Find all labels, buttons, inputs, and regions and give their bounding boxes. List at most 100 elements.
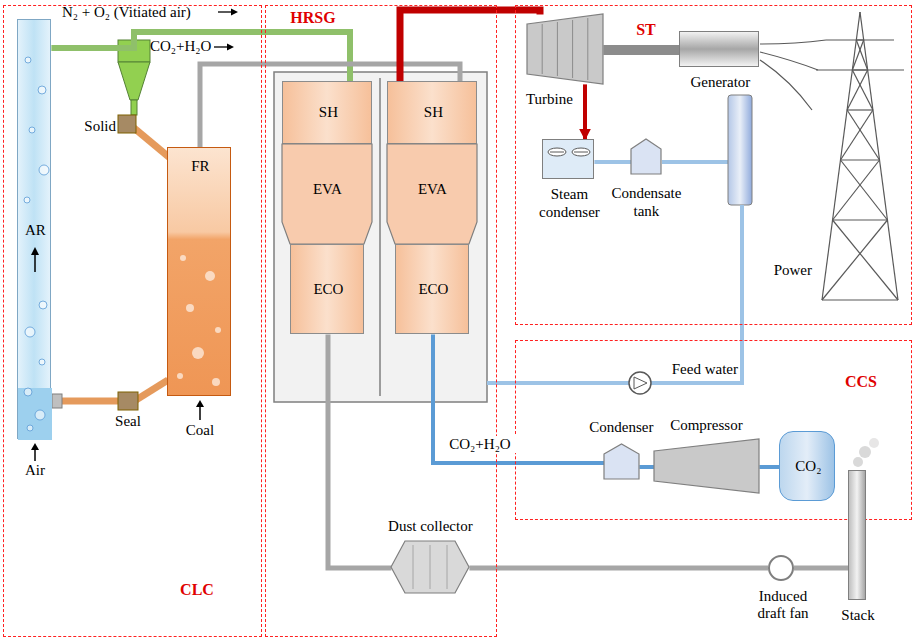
induced-draft-fan: Induced draft fan (768, 555, 794, 581)
part-label: Solid (76, 118, 116, 135)
node-label: Steam condenser (531, 186, 607, 221)
cyclone-cone (118, 62, 150, 100)
filter-bag (430, 545, 431, 589)
node-label: SH (388, 104, 478, 121)
node-shape (654, 439, 759, 493)
evaporator: EVA (387, 144, 477, 244)
tower-member (826, 39, 894, 40)
region-st: STTurbineGeneratorSteam condenserCondens… (515, 5, 912, 325)
node-label: SH (283, 104, 373, 121)
node-shape (543, 140, 595, 180)
node-label: Induced draft fan (748, 588, 818, 623)
hrsg-casing (274, 72, 487, 402)
tower-member (847, 110, 879, 160)
bubble (39, 165, 49, 175)
tower-member (816, 69, 904, 70)
fuel-reactor: FR (167, 147, 231, 396)
node-outline (604, 444, 639, 479)
node-label: Compressor (666, 417, 746, 434)
air-duct (328, 334, 391, 568)
node-label: EVA (387, 181, 477, 198)
cyclone-dipleg (131, 100, 137, 115)
transmission-tower (816, 12, 904, 300)
bubble (27, 425, 33, 431)
air-duct (469, 566, 768, 571)
condensate-tank: Condensate tank (631, 139, 661, 174)
air-arrow (34, 449, 36, 461)
turbine-stage (557, 22, 558, 76)
fan-symbol (548, 148, 566, 156)
bubble (177, 373, 183, 379)
smoke (859, 446, 871, 458)
flow-arrow (35, 254, 37, 272)
condensate-pipe (594, 160, 631, 164)
node-label: ECO (396, 281, 470, 298)
bubble (25, 57, 31, 63)
fan-blade (574, 152, 588, 153)
stream-label: Feed water (656, 361, 738, 378)
bubble (35, 410, 45, 420)
flow-arrow (218, 11, 232, 12)
bubble (180, 255, 186, 261)
tower-member (852, 70, 873, 110)
water-band (18, 388, 52, 440)
tower-member (833, 160, 880, 220)
node-outline (387, 144, 477, 244)
turbine-stage (542, 24, 543, 74)
node-shape (391, 541, 469, 593)
node-label: Generator (676, 74, 764, 91)
region-label: CCS (836, 373, 886, 391)
seal-box (118, 392, 138, 410)
node-shape (527, 14, 603, 84)
region-label: ST (623, 21, 669, 39)
node-label: AR (18, 222, 52, 239)
smoke (853, 457, 863, 467)
node-shape (631, 139, 661, 174)
tower-member (822, 220, 887, 300)
node-outline (631, 139, 661, 174)
turbine-stage (588, 18, 589, 80)
generator: Generator (679, 31, 759, 67)
pump-symbol (634, 377, 647, 389)
arrow-head (196, 400, 204, 407)
node-label: ECO (291, 281, 365, 298)
feed-water-pipe (487, 381, 629, 385)
economizer: ECO (395, 244, 469, 334)
edge-label: CO₂+H₂O (438, 436, 522, 453)
fan-symbol (572, 148, 590, 156)
air-reactor: AR (17, 19, 51, 439)
flow-arrow (214, 46, 228, 47)
smoke (869, 438, 879, 448)
bubble (39, 301, 47, 309)
node-label: Stack (833, 607, 883, 624)
filter-bag (447, 545, 448, 589)
tower-member (822, 12, 860, 300)
input-label: Air (18, 462, 52, 479)
ar-port (52, 394, 62, 408)
tower-member (847, 109, 873, 110)
stream-label: CO₂+H₂O (150, 38, 220, 55)
solid-box (118, 115, 136, 133)
tower-member (840, 159, 879, 160)
bubble (215, 327, 221, 333)
condensate-pipe (662, 160, 728, 164)
evaporator: EVA (282, 144, 372, 244)
node-outline (282, 144, 372, 244)
tower-member (856, 39, 863, 40)
node-label: CO₂ (780, 458, 836, 475)
power-wire (760, 60, 812, 110)
steam-pipe (400, 10, 540, 81)
compressor: Compressor (654, 439, 759, 493)
bubble (212, 378, 220, 386)
tower-member (833, 220, 898, 300)
coal-arrow (199, 406, 201, 420)
co2-pipe (759, 465, 779, 469)
tower-member (860, 12, 898, 300)
region-clc: CLCARFR (3, 5, 262, 637)
turbine-shaft (603, 45, 679, 55)
tower-member (840, 110, 872, 160)
node-outline (527, 14, 603, 84)
arrow-head (31, 443, 39, 450)
